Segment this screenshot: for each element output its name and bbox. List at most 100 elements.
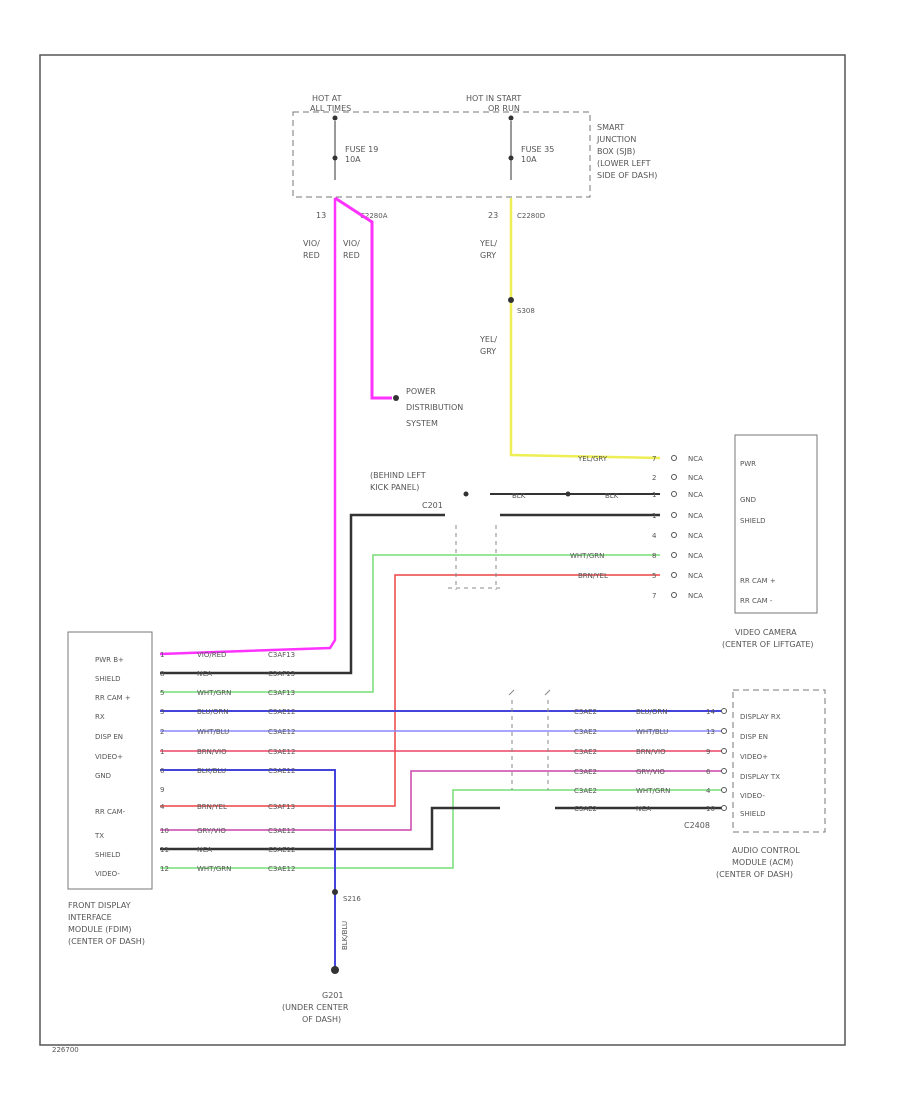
sjb-desc-3: BOX (SJB) bbox=[597, 147, 635, 156]
fdim-connector-6: C3AE12 bbox=[268, 748, 295, 756]
wire-blk-blu-ground bbox=[160, 769, 336, 970]
hot-at-all-times-line1: HOT AT bbox=[312, 94, 342, 103]
fdim-connector-3: C3AF13 bbox=[268, 689, 295, 697]
acm-wire-color-1: BLU/ORN bbox=[636, 708, 667, 716]
acm-pin-terminal-1 bbox=[721, 708, 727, 714]
camera-pin-8: 7 bbox=[652, 592, 656, 600]
fdim-wire-color-12: WHT/GRN bbox=[197, 865, 231, 873]
splice-s216-label: S216 bbox=[343, 895, 361, 903]
acm-wire-color-4: GRY/VIO bbox=[636, 768, 665, 776]
fdim-label-12: VIDEO- bbox=[95, 870, 120, 878]
camera-label-7: RR CAM + bbox=[740, 577, 776, 585]
cam-wire-blk-b: BLK bbox=[605, 492, 619, 500]
fuse-right-terminal-top bbox=[508, 115, 514, 121]
fdim-label-6: VIDEO+ bbox=[95, 753, 123, 761]
wire-vio-red-power-dist bbox=[334, 196, 392, 400]
diagram-frame bbox=[39, 54, 846, 1046]
acm-pin-terminal-5 bbox=[721, 787, 727, 793]
left-panel-1: (BEHIND LEFT bbox=[370, 471, 426, 480]
camera-connector-7: NCA bbox=[688, 572, 703, 580]
fdim-wire-color-7: BLK/BLU bbox=[197, 767, 226, 775]
camera-pin-7: 5 bbox=[652, 572, 656, 580]
wire-yel-gry bbox=[509, 198, 661, 460]
fdim-wire-color-11: NCA bbox=[197, 846, 212, 854]
fdim-label-3: RR CAM + bbox=[95, 694, 131, 702]
left-panel-2: KICK PANEL) bbox=[370, 483, 419, 492]
acm-pin-terminal-3 bbox=[721, 748, 727, 754]
acm-pin-2: 13 bbox=[706, 728, 715, 736]
fdim-label-7: GND bbox=[95, 772, 111, 780]
fdim-connector-9: C3AF13 bbox=[268, 803, 295, 811]
acm-break-mark-b bbox=[544, 689, 551, 696]
ground-id: G201 bbox=[322, 991, 343, 1000]
fdim-wire-color-4: BLU/ORN bbox=[197, 708, 228, 716]
camera-pin-3: 1 bbox=[652, 491, 656, 499]
power-dist-3: SYSTEM bbox=[406, 419, 438, 428]
splice-power-left-2: RED bbox=[303, 251, 320, 260]
splice-power-right-2: RED bbox=[343, 251, 360, 260]
acm-title-3: (CENTER OF DASH) bbox=[716, 870, 793, 879]
splice-s308-dot bbox=[508, 297, 514, 303]
acm-connector-1: C3AE2 bbox=[574, 708, 597, 716]
sjb-pin-left: 13 bbox=[316, 211, 326, 220]
camera-pin-terminal-8 bbox=[671, 592, 677, 598]
fdim-connector-5: C3AE12 bbox=[268, 728, 295, 736]
hot-in-start-line1: HOT IN START bbox=[466, 94, 521, 103]
acm-pin-5: 4 bbox=[706, 787, 711, 795]
ground-label-2: OF DASH) bbox=[302, 1015, 341, 1024]
sjb-outline bbox=[292, 111, 591, 198]
acm-label-2: DISP EN bbox=[740, 733, 768, 741]
acm-label-6: SHIELD bbox=[740, 810, 765, 818]
fdim-label-11: SHIELD bbox=[95, 851, 120, 859]
camera-label-8: RR CAM - bbox=[740, 597, 773, 605]
acm-wire-color-5: WHT/GRN bbox=[636, 787, 670, 795]
wires bbox=[159, 196, 722, 970]
camera-pin-terminal-2 bbox=[671, 474, 677, 480]
acm-wire-color-6: NCA bbox=[636, 805, 651, 813]
video-camera-box bbox=[734, 434, 818, 614]
acm-pin-terminal-2 bbox=[721, 728, 727, 734]
camera-pin-2: 2 bbox=[652, 474, 656, 482]
fdim-label-4: RX bbox=[95, 713, 105, 721]
fdim-label-5: DISP EN bbox=[95, 733, 123, 741]
cam-wire-red: BRN/YEL bbox=[578, 572, 608, 580]
acm-connector-id: C2408 bbox=[684, 821, 710, 830]
camera-connector-5: NCA bbox=[688, 532, 703, 540]
acm-pin-terminal-4 bbox=[721, 768, 727, 774]
camera-title-1: VIDEO CAMERA bbox=[735, 628, 797, 637]
camera-label-3: GND bbox=[740, 496, 756, 504]
sjb-desc-2: JUNCTION bbox=[596, 135, 636, 144]
acm-wire-color-3: BRN/VIO bbox=[636, 748, 666, 756]
fdim-connector-4: C3AE12 bbox=[268, 708, 295, 716]
ground-label-1: (UNDER CENTER bbox=[282, 1003, 349, 1012]
sjb-connector-left: C2280A bbox=[360, 212, 388, 220]
c201-dot-a bbox=[463, 491, 469, 497]
kick-panel-connector: (BEHIND LEFT KICK PANEL) C201 bbox=[370, 471, 571, 590]
fuse-right-symbol bbox=[508, 155, 514, 161]
fdim-pin-5: 2 bbox=[160, 728, 164, 736]
fuse-left-label-1: FUSE 19 bbox=[345, 145, 378, 154]
camera-connector-6: NCA bbox=[688, 552, 703, 560]
sjb-desc-4: (LOWER LEFT bbox=[597, 159, 651, 168]
acm-label-4: DISPLAY TX bbox=[740, 773, 780, 781]
fdim-pin-9: 4 bbox=[160, 803, 165, 811]
sjb-desc-1: SMART bbox=[597, 123, 624, 132]
acm-label-1: DISPLAY RX bbox=[740, 713, 781, 721]
fdim-pin-12: 12 bbox=[160, 865, 169, 873]
fdim-label-10: TX bbox=[94, 832, 104, 840]
fdim-pin-10: 10 bbox=[160, 827, 169, 835]
cam-wire-yel: YEL/GRY bbox=[577, 455, 608, 463]
cam-wire-blk-a: BLK bbox=[512, 492, 526, 500]
fuse-left-label-2: 10A bbox=[345, 155, 361, 164]
yel-gry-top-1: YEL/ bbox=[479, 239, 497, 248]
smart-junction-box: HOT AT ALL TIMES HOT IN START OR RUN FUS… bbox=[292, 94, 657, 220]
fdim-connector-7: C3AE12 bbox=[268, 767, 295, 775]
acm-title-2: MODULE (ACM) bbox=[732, 858, 793, 867]
fdim-wire-color-6: BRN/VIO bbox=[197, 748, 227, 756]
acm-pin-6: 10 bbox=[706, 805, 715, 813]
fdim-title-2: INTERFACE bbox=[68, 913, 112, 922]
acm-connector-5: C3AE2 bbox=[574, 787, 597, 795]
camera-pin-terminal-3 bbox=[671, 491, 677, 497]
